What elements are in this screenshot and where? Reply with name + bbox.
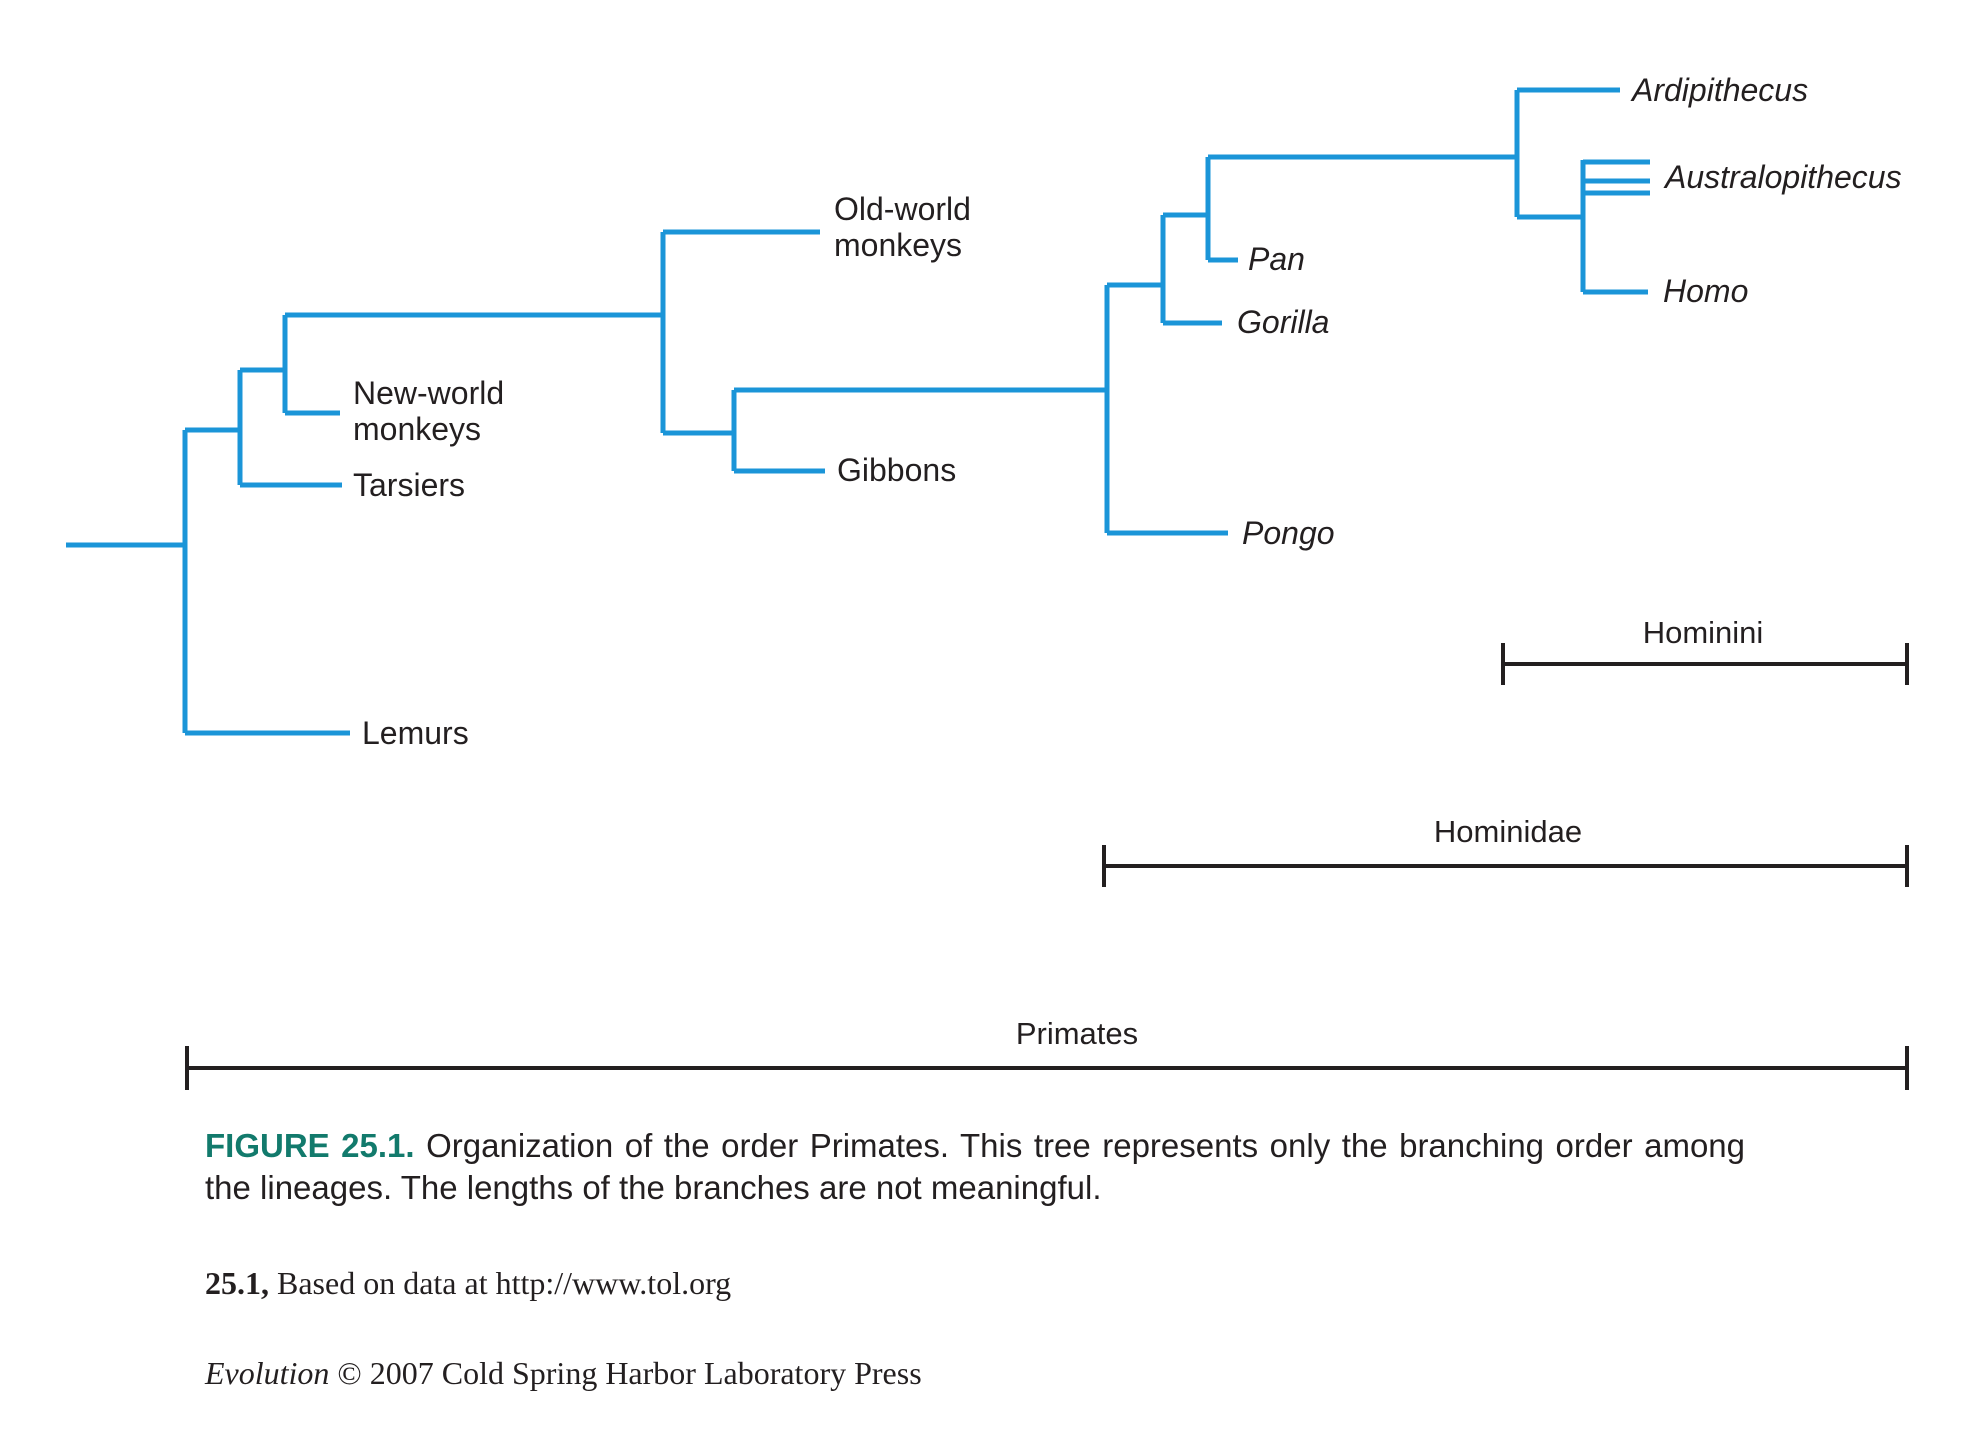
taxon-tarsiers: Tarsiers [353,467,465,503]
taxon-labels: Ardipithecus Australopithecus Homo Pan G… [353,72,1902,751]
range-label-primates: Primates [1016,1016,1138,1051]
taxon-pan: Pan [1248,241,1305,277]
bracket-hominidae [1102,845,1909,887]
taxon-homo: Homo [1663,273,1748,309]
caption-text: Organization of the order Primates. This… [205,1127,1745,1206]
range-label-hominini: Hominini [1643,615,1764,650]
range-hominini: Hominini [1501,615,1909,685]
copyright-line: Evolution © 2007 Cold Spring Harbor Labo… [205,1355,922,1392]
bracket-primates [185,1046,1909,1090]
range-primates: Primates [185,1016,1909,1090]
figure-label: FIGURE 25.1. [205,1127,415,1164]
source-credit: 25.1, Based on data at http://www.tol.or… [205,1265,731,1302]
copyright-text: © 2007 Cold Spring Harbor Laboratory Pre… [329,1355,922,1391]
taxon-ardipithecus: Ardipithecus [1630,72,1808,108]
range-label-hominidae: Hominidae [1434,814,1582,849]
figure-caption: FIGURE 25.1. Organization of the order P… [205,1125,1745,1209]
bracket-hominini [1501,643,1909,685]
taxon-lemurs: Lemurs [362,715,469,751]
taxon-new-world-monkeys-line2: monkeys [353,411,481,447]
taxon-old-world-monkeys-line1: Old-world [834,191,971,227]
taxon-old-world-monkeys-line2: monkeys [834,227,962,263]
taxon-pongo: Pongo [1242,515,1335,551]
source-number: 25.1, [205,1265,269,1301]
tree-branches [66,87,1650,736]
taxon-gorilla: Gorilla [1237,304,1329,340]
taxon-new-world-monkeys-line1: New-world [353,375,504,411]
taxon-gibbons: Gibbons [837,452,956,488]
taxon-australopithecus: Australopithecus [1663,159,1902,195]
range-hominidae: Hominidae [1102,814,1909,887]
book-title: Evolution [205,1355,330,1391]
source-text: Based on data at http://www.tol.org [269,1265,732,1301]
